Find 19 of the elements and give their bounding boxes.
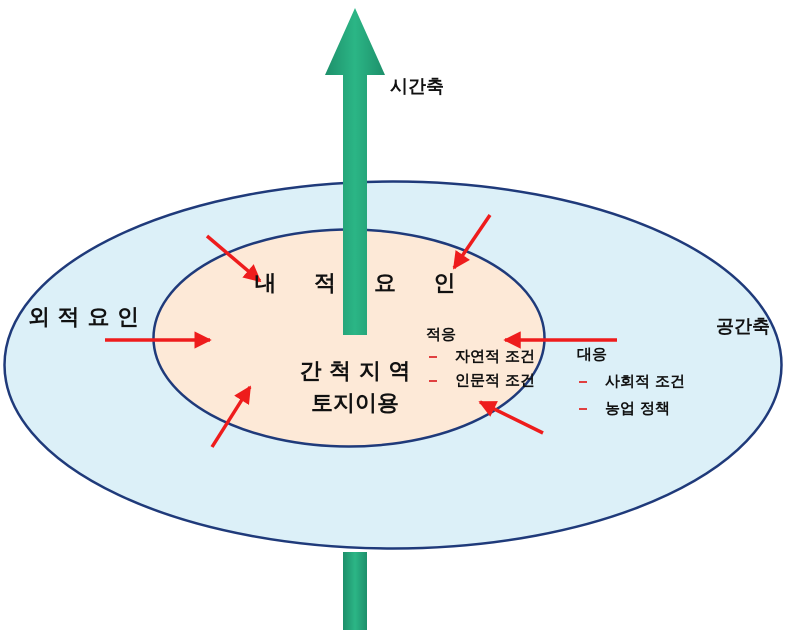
arrow	[503, 331, 617, 349]
list-item: 농업 정책	[605, 399, 670, 418]
arrow	[452, 214, 492, 270]
list-heading: 적응	[426, 325, 456, 344]
arrow	[105, 331, 212, 349]
center-title: 토지이용	[311, 390, 399, 418]
axis-label: 시간축	[390, 75, 444, 98]
outer-ellipse	[3, 180, 783, 550]
axis-label: 공간축	[716, 315, 770, 338]
arrow	[210, 386, 252, 448]
list-heading: 대응	[577, 345, 607, 364]
list-item: 자연적 조건	[455, 347, 536, 366]
arrow	[206, 234, 262, 282]
arrow	[478, 400, 544, 435]
factor-heading: 외 적 요 인	[28, 304, 139, 332]
center-title: 간 척 지 역	[300, 358, 410, 386]
factor-heading: 내 적 요 인	[254, 270, 456, 298]
list-item: 사회적 조건	[605, 372, 686, 391]
inner-ellipse	[152, 228, 546, 448]
